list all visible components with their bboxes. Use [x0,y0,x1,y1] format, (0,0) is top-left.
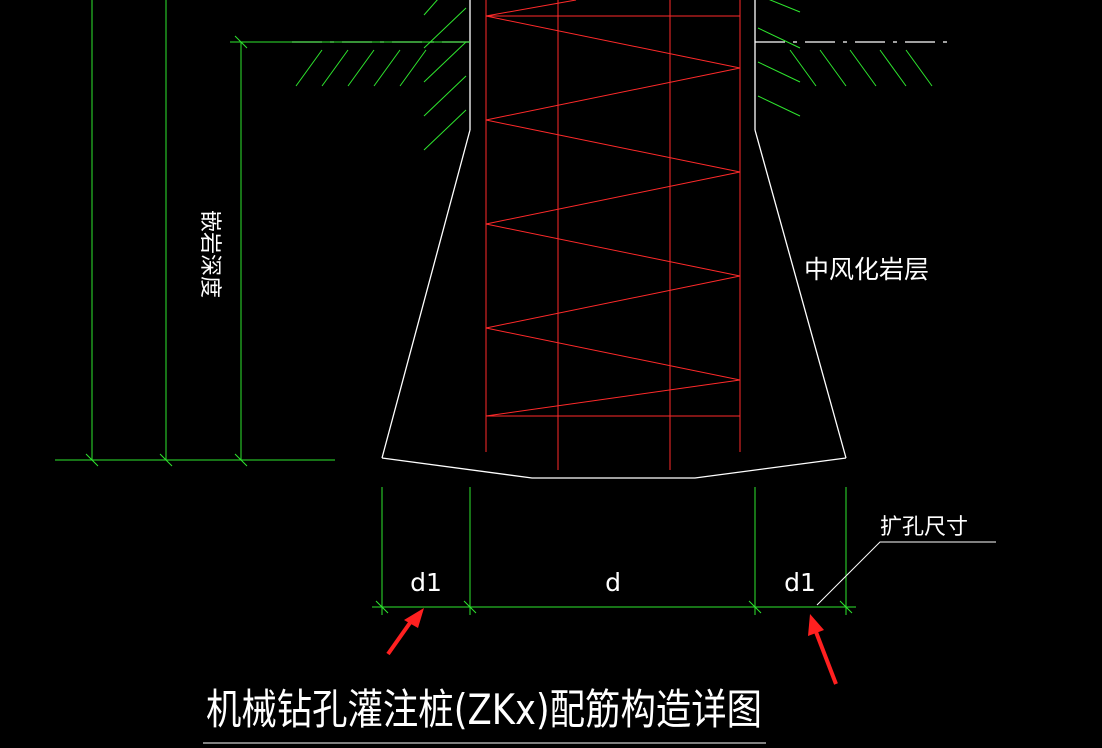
drawing-title: 机械钻孔灌注桩(ZKx)配筋构造详图 [206,685,762,734]
dimension-d1-right: d1 [784,568,816,597]
rock-layer-label: 中风化岩层 [804,255,929,284]
dimension-d: d [605,568,621,597]
dimension-d1-left: d1 [410,568,442,597]
rebar-cage [485,0,741,470]
soil-hatching [295,0,933,151]
pile-outline [381,0,847,479]
arrow-left-icon [386,618,414,656]
embed-depth-label: 嵌岩深度 [197,210,222,298]
spiral-stirrup [485,0,741,417]
ream-size-label: 扩孔尺寸 [880,515,968,540]
width-dimension [372,487,856,615]
ream-size-leader [816,541,996,606]
arrow-right-icon [814,631,838,685]
red-arrows [386,608,838,685]
depth-dimension [55,0,470,467]
